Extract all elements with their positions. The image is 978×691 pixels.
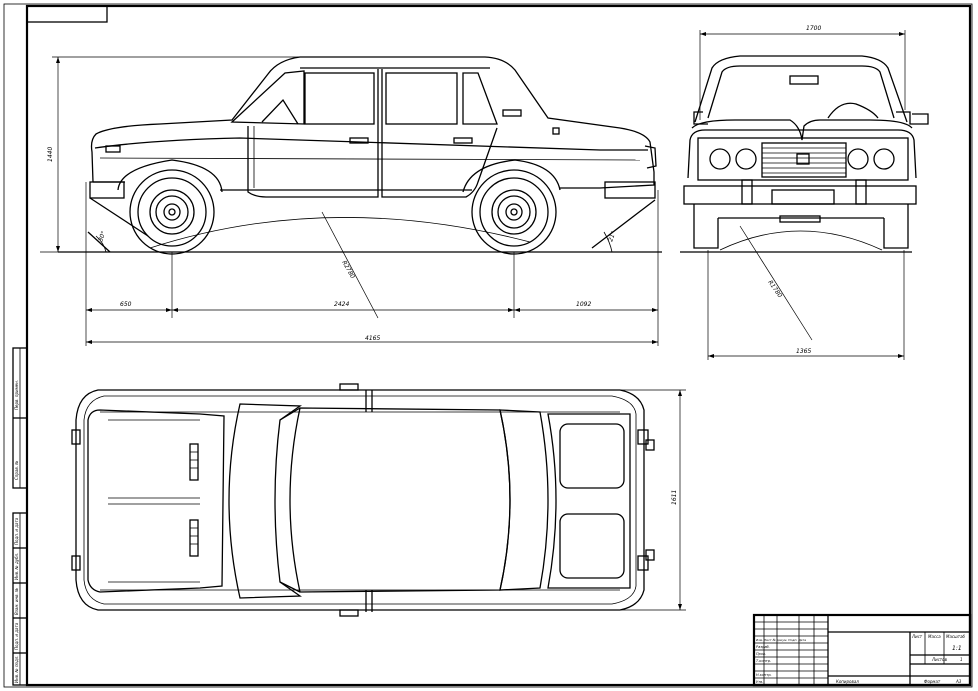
scale-value: 1:1 (952, 645, 962, 652)
height-dimension-label: 1440 (47, 147, 54, 162)
overall-length-label: 4165 (365, 335, 380, 342)
role-ncontrol: Н.контр. (756, 673, 772, 677)
track-width-label: 1365 (796, 348, 811, 355)
changes-row: Изм. Лист № докум. Подп. Дата (756, 638, 806, 642)
ramp-radius-label: R2780 (340, 260, 356, 280)
format-label: Формат (924, 679, 941, 684)
scale-label: Масштаб (946, 634, 966, 639)
strip-cell-6: Подп. и дата (14, 622, 19, 650)
strip-cell-3: Подп. и дата (14, 517, 19, 545)
strip-cell-1: Перв. примен. (14, 380, 19, 410)
wheelbase-label: 2424 (334, 301, 349, 308)
front-view: 1700 R1780 1365 (680, 25, 929, 360)
role-approved: Утв. (756, 680, 763, 684)
role-checker: Пров. (756, 652, 766, 656)
strip-cell-2: Справ. № (14, 461, 19, 480)
front-overhang-label: 650 (120, 301, 132, 308)
sheet-label: Лист (911, 634, 923, 639)
side-view: 30° 21° R2780 1440 650 2424 1092 4165 (40, 56, 662, 346)
top-width-label: 1700 (806, 25, 821, 32)
sheets-label: Листов (931, 657, 948, 662)
copied-label: Копировал (836, 679, 859, 684)
ground-radius-label: R1780 (766, 279, 783, 299)
sheets-value: 1 (960, 657, 963, 662)
format-value: A3 (955, 679, 962, 684)
strip-cell-4: Инв. № дубл. (14, 553, 19, 580)
departure-angle-label: 21° (607, 230, 617, 242)
left-filing-strip: Перв. примен. Справ. № Подп. и дата Инв.… (12, 347, 28, 686)
rear-overhang-label: 1092 (576, 301, 591, 308)
role-tcontrol: Т.контр. (756, 659, 771, 663)
title-block: Изм. Лист № докум. Подп. Дата Разраб. Пр… (752, 613, 972, 687)
drawing-frame (3, 3, 973, 688)
strip-cell-7: Инв. № подл. (14, 655, 19, 683)
approach-angle-label: 30° (97, 230, 107, 242)
top-view: 1611 (71, 383, 686, 617)
strip-cell-5: Взам. инв. № (14, 588, 19, 615)
hood-vents (189, 443, 199, 557)
mass-label: Масса (928, 634, 941, 639)
role-developer: Разраб. (756, 645, 770, 649)
overall-width-label: 1611 (671, 490, 678, 505)
